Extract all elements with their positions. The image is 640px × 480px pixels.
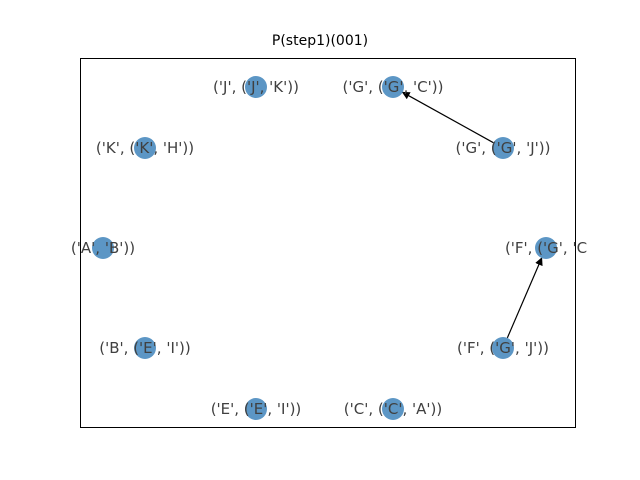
node-label: ('B', ('E', 'I')): [99, 339, 190, 357]
graph-node: [245, 76, 267, 98]
diagram-title: P(step1)(001): [271, 33, 369, 49]
graph-node: [382, 398, 404, 420]
graph-node: [245, 398, 267, 420]
edge-FGJ-to-FGC: [506, 257, 543, 339]
node-label: ('C', ('C', 'A')): [344, 400, 442, 418]
graph-node: [134, 137, 156, 159]
node-label: ('F', ('G', 'J')): [457, 339, 549, 357]
node-label: ('F', ('G', 'C: [505, 239, 587, 257]
graph-node: [382, 76, 404, 98]
graph-node: [535, 237, 557, 259]
node-label: ('J', ('J', 'K')): [213, 78, 299, 96]
graph-node: [492, 337, 514, 359]
nodes-layer: [92, 76, 557, 420]
graph-node: [92, 237, 114, 259]
graph-node: [134, 337, 156, 359]
edges-layer: [401, 91, 543, 339]
node-label: ('G', ('G', 'J')): [456, 139, 551, 157]
node-label: ('G', ('G', 'C')): [343, 78, 444, 96]
plot-frame: [80, 58, 576, 428]
node-label: ('E', ('E', 'I')): [211, 400, 302, 418]
labels-layer: ('J', ('J', 'K')) ('G', ('G', 'C')) ('K', …: [71, 78, 587, 418]
node-label: ('A', 'B')): [71, 239, 135, 257]
node-label: ('K', ('K', 'H')): [96, 139, 194, 157]
graph-node: [492, 137, 514, 159]
edge-GGJ_top-to-GGC: [401, 91, 494, 144]
